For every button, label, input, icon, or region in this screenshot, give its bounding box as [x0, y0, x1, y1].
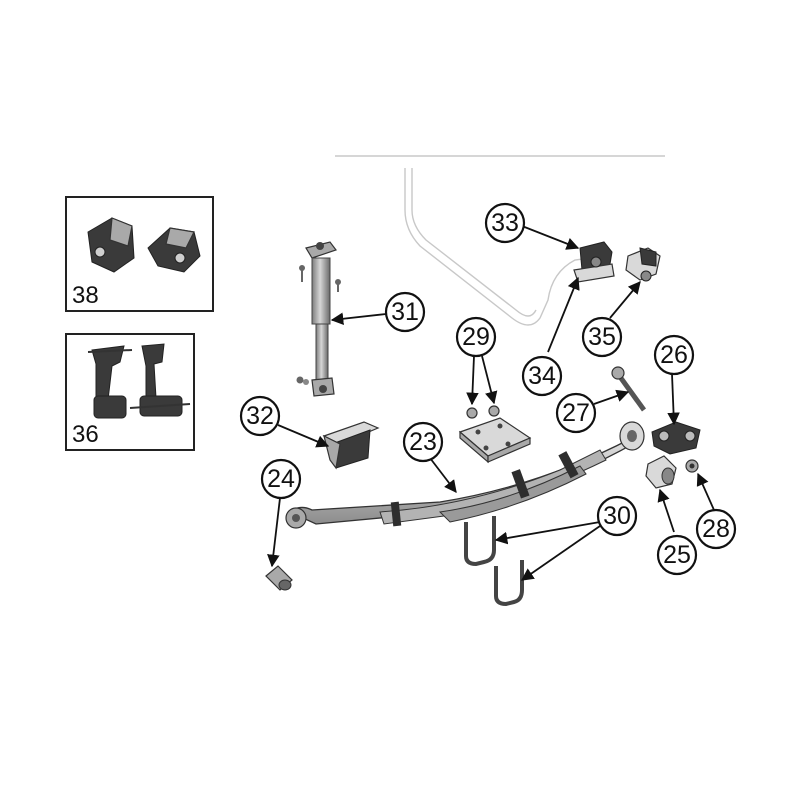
- callout-23: 23: [402, 421, 444, 463]
- callout-31-label: 31: [391, 298, 419, 326]
- u-bolts-30: [464, 516, 524, 607]
- spring-plate-29: [458, 405, 532, 464]
- callout-35: 35: [581, 316, 623, 358]
- callout-26-label: 26: [660, 341, 688, 369]
- callout-30-label: 30: [603, 502, 631, 530]
- callout-33: 33: [484, 202, 526, 244]
- callout-35-label: 35: [588, 323, 616, 351]
- callout-28: 28: [695, 508, 737, 550]
- inset-36-frame: [65, 333, 195, 451]
- nut-28: [685, 459, 699, 473]
- callout-27-label: 27: [562, 399, 590, 427]
- callout-29: 29: [455, 316, 497, 358]
- inset-38-label: 38: [72, 282, 99, 309]
- inset-38: 38: [65, 196, 214, 312]
- bushing-bracket-33: [573, 241, 615, 283]
- inset-36-label: 36: [72, 421, 99, 448]
- callout-31: 31: [384, 291, 426, 333]
- sway-bar-outline: [335, 155, 665, 326]
- callout-30: 30: [596, 495, 638, 537]
- bracket-part-38: [87, 217, 201, 273]
- callout-25: 25: [656, 534, 698, 576]
- callout-23-label: 23: [409, 428, 437, 456]
- callout-27: 27: [555, 392, 597, 434]
- leaf-spring-23: [285, 421, 645, 529]
- callout-26: 26: [653, 334, 695, 376]
- leader-lines: [267, 225, 715, 581]
- callout-34-label: 34: [528, 362, 556, 390]
- callout-32-label: 32: [246, 402, 274, 430]
- bushing-25: [645, 455, 677, 489]
- shock-absorber-31: [296, 241, 341, 397]
- bump-stop-32: [322, 421, 380, 470]
- callout-29-label: 29: [462, 323, 490, 351]
- shackle-26: [651, 421, 701, 455]
- callout-25-label: 25: [663, 541, 691, 569]
- callout-32: 32: [239, 395, 281, 437]
- callout-28-label: 28: [702, 515, 730, 543]
- bolt-27: [611, 366, 647, 412]
- bushing-24: [265, 565, 293, 591]
- callout-34: 34: [521, 355, 563, 397]
- callout-24-label: 24: [267, 465, 295, 493]
- shackle-part-36: [87, 343, 191, 419]
- callout-33-label: 33: [491, 209, 519, 237]
- inset-36: 36: [65, 333, 195, 451]
- callout-24: 24: [260, 458, 302, 500]
- clamp-35: [625, 247, 661, 282]
